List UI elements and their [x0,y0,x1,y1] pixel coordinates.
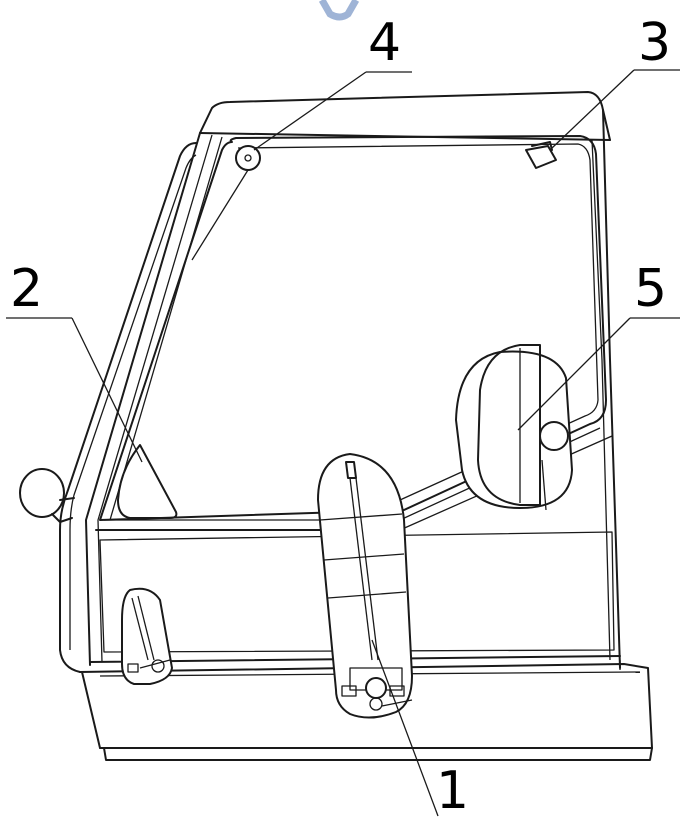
callout-label-5: 5 [634,259,667,319]
callout-label-2: 2 [10,259,43,319]
cab-frame [59,91,653,761]
door-lower-panel [99,531,615,653]
part-3-clip [525,141,557,169]
external-mirror [19,468,75,523]
callout-label-1: 1 [436,761,469,820]
part-1-door-latch-assembly [316,452,414,719]
part-5-mirror [454,344,574,511]
lower-door-catch [121,587,174,685]
part-2-window-latch [117,444,178,519]
part-4-pivot [235,145,261,171]
callout-label-4: 4 [368,13,401,73]
callout-label-3: 3 [638,13,671,73]
leader-lines [6,69,680,817]
top-accent-shape [318,0,360,21]
